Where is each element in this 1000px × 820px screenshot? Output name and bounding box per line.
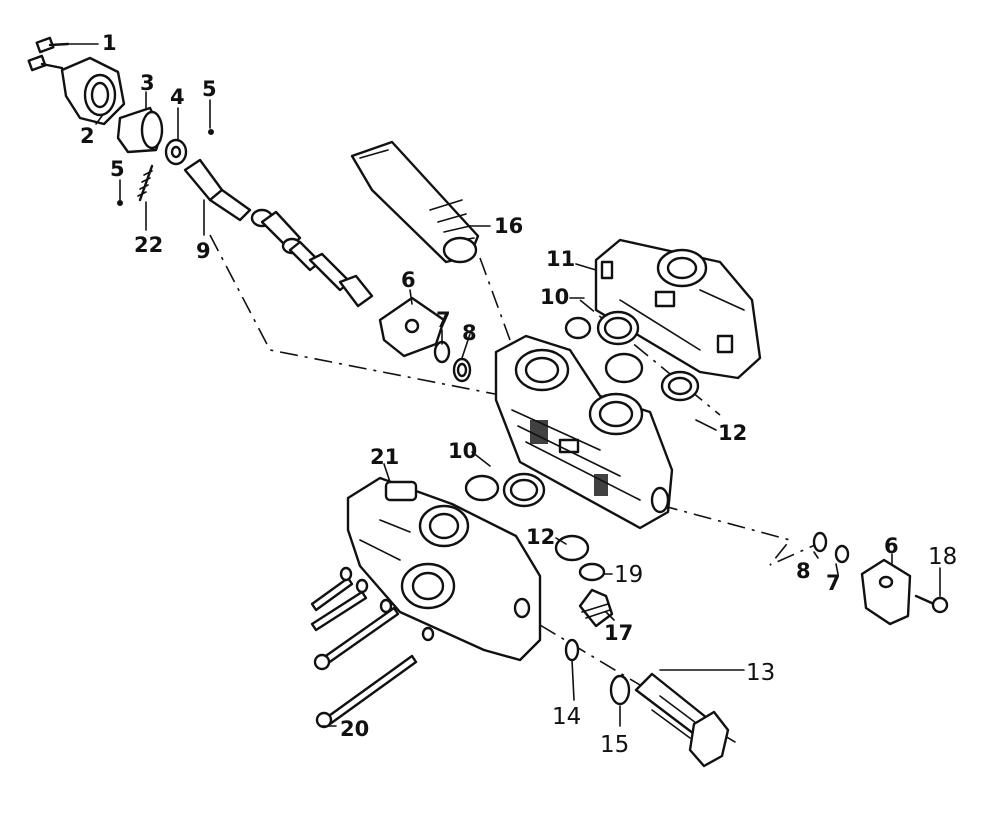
part-20-tie-bolts xyxy=(310,566,435,729)
callout-4: 4 xyxy=(170,85,185,109)
assembly-line-16 xyxy=(479,257,511,341)
callout-8-right: 8 xyxy=(796,559,811,583)
part-10-ring-d xyxy=(502,472,546,508)
part-9-spool xyxy=(183,158,374,308)
part-16-plunger xyxy=(350,140,480,264)
valve-body xyxy=(494,334,674,530)
callout-7-right: 7 xyxy=(826,571,841,595)
part-5-ball-top xyxy=(208,129,214,135)
assembly-line-spool xyxy=(209,234,501,396)
callout-21: 21 xyxy=(370,445,399,469)
part-10-ring-a xyxy=(564,316,592,340)
callout-6-left: 6 xyxy=(401,268,416,292)
callout-5-top: 5 xyxy=(202,77,217,101)
callout-19: 19 xyxy=(614,562,643,588)
part-12-ring-b xyxy=(660,370,700,402)
callout-10-upper: 10 xyxy=(540,285,569,309)
part-6-plate-left xyxy=(378,296,446,358)
callout-10-lower: 10 xyxy=(448,439,477,463)
part-2-cap xyxy=(60,56,126,126)
leader-lines xyxy=(67,43,941,727)
part-19-ring xyxy=(578,562,606,582)
part-14-ring xyxy=(564,638,580,662)
callout-5-left: 5 xyxy=(110,157,125,181)
part-1-bolts xyxy=(27,36,70,72)
callout-13: 13 xyxy=(746,660,775,686)
callout-11: 11 xyxy=(546,247,575,271)
part-3-sleeve xyxy=(116,106,164,154)
part-10-ring-c xyxy=(464,474,500,502)
part-12-ring-c xyxy=(554,534,590,562)
assembly-line-10-12 xyxy=(579,299,721,416)
part-13-relief-valve xyxy=(634,672,730,768)
part-6-plate-right xyxy=(860,558,912,626)
callout-3: 3 xyxy=(140,71,155,95)
callout-14: 14 xyxy=(552,704,581,730)
callout-15: 15 xyxy=(600,732,629,758)
part-4-nut xyxy=(164,138,188,166)
callout-12-lower: 12 xyxy=(526,525,555,549)
part-18-screw xyxy=(914,594,949,614)
callout-12-upper: 12 xyxy=(718,421,747,445)
callout-2: 2 xyxy=(80,124,95,148)
part-12-ring-a xyxy=(604,352,644,384)
callout-17: 17 xyxy=(604,621,633,645)
callout-6-right: 6 xyxy=(884,534,899,558)
part-10-ring-b xyxy=(596,310,640,346)
part-15-ring xyxy=(609,674,631,706)
part-8-ring-left xyxy=(452,357,472,383)
part-17-plug xyxy=(578,588,614,628)
assembly-line-right xyxy=(659,504,816,566)
part-7-ring-left xyxy=(433,340,451,364)
callout-1: 1 xyxy=(102,31,117,55)
part-8-ring-right xyxy=(812,531,828,553)
part-21-inlet-section xyxy=(346,476,542,662)
callout-22: 22 xyxy=(134,233,163,257)
callout-16: 16 xyxy=(494,214,523,238)
part-5-ball-left xyxy=(117,200,123,206)
callout-7-left: 7 xyxy=(436,308,451,332)
callout-18: 18 xyxy=(928,544,957,570)
callout-20: 20 xyxy=(340,717,369,741)
callout-8-left: 8 xyxy=(462,321,477,345)
callout-9: 9 xyxy=(196,239,211,263)
part-7-ring-right xyxy=(834,544,850,564)
